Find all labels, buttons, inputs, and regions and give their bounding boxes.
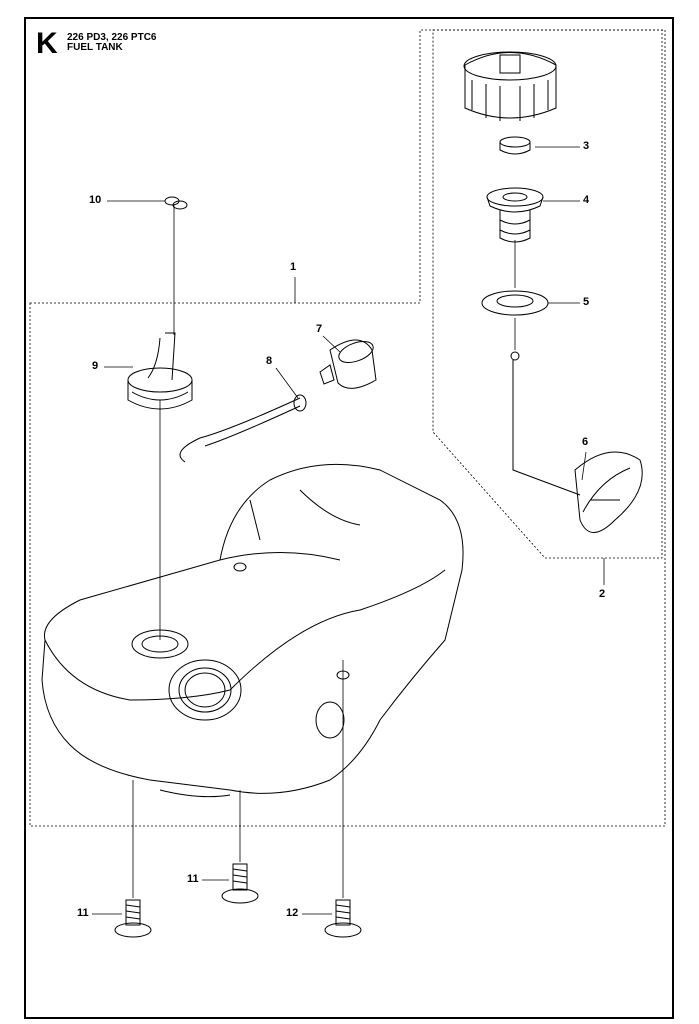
callout-5: 5 xyxy=(583,296,590,308)
callout-1: 1 xyxy=(290,261,297,273)
callout-3: 3 xyxy=(583,140,590,152)
group-1-outline xyxy=(29,29,666,827)
diagram-title: FUEL TANK xyxy=(67,42,123,53)
callout-7: 7 xyxy=(316,323,323,335)
callout-2: 2 xyxy=(599,588,606,600)
callout-11-center: 11 xyxy=(187,873,199,885)
section-letter: K xyxy=(36,27,58,60)
callout-11-left: 11 xyxy=(77,907,89,919)
callout-6: 6 xyxy=(582,436,589,448)
callout-4: 4 xyxy=(583,194,590,206)
fuel-tank-body xyxy=(41,463,464,794)
model-label: 226 PD3, 226 PTC6 xyxy=(67,32,157,43)
diagram-frame xyxy=(24,17,674,1019)
group-2-outline xyxy=(432,29,663,559)
callout-8: 8 xyxy=(266,355,273,367)
callout-10: 10 xyxy=(89,194,102,206)
callout-9: 9 xyxy=(92,360,99,372)
callout-12: 12 xyxy=(286,907,299,919)
